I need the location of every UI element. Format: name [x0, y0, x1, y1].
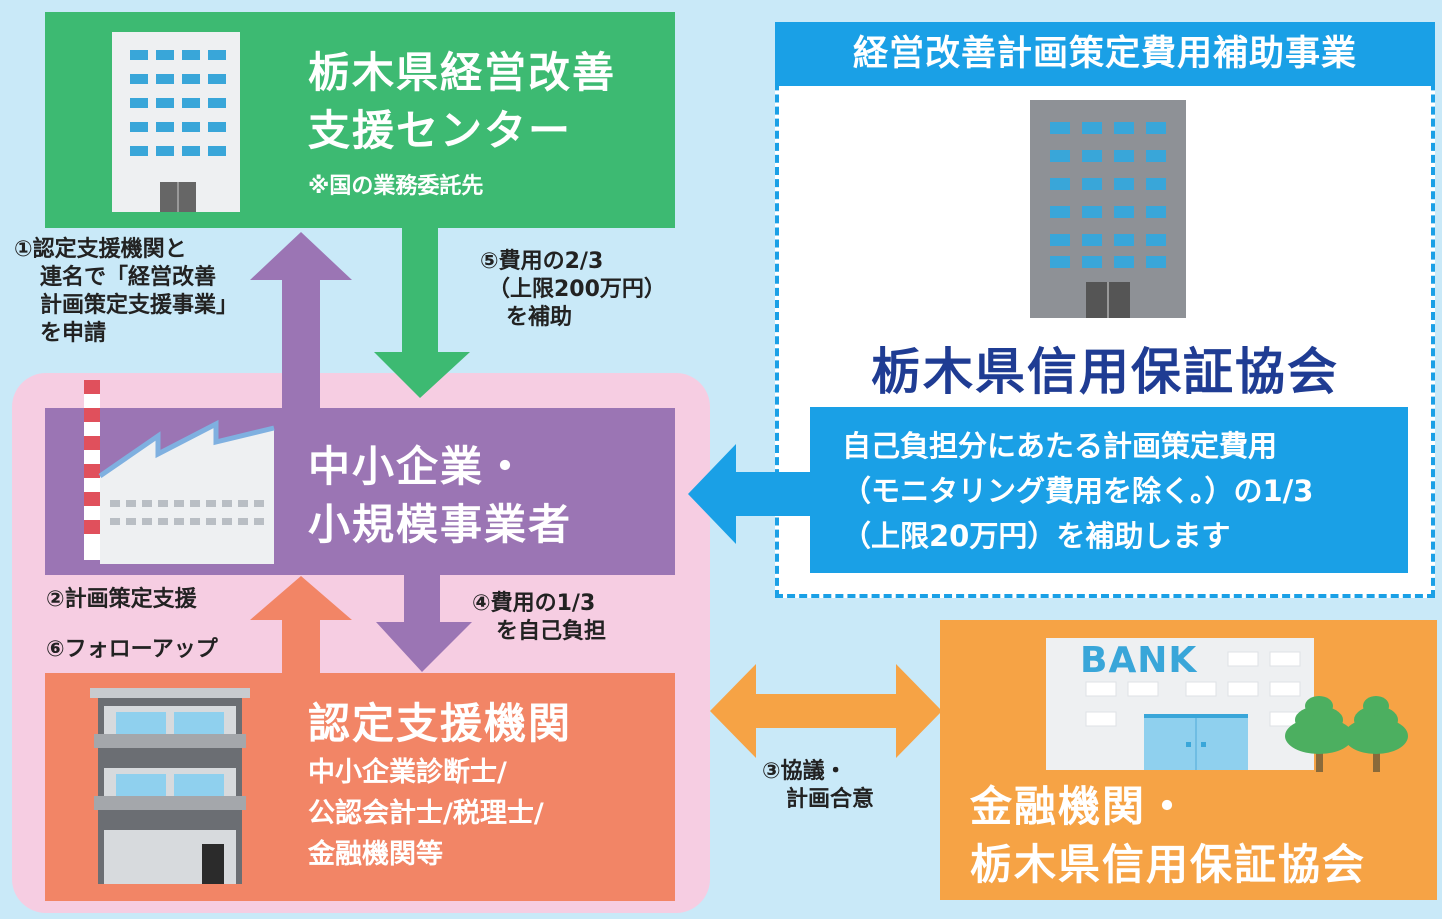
tree-icon [1285, 696, 1353, 772]
certified-agency-title: 認定支援機関 [308, 699, 573, 748]
self-pay-down-arrow [376, 574, 472, 672]
step4-line2: を自己負担 [496, 619, 607, 644]
support-center-title-line2: 支援センター [308, 106, 573, 155]
bank-building-icon [1046, 638, 1408, 772]
subsidy-description-line3: （上限20万円）を補助します [842, 519, 1231, 553]
step1-line4: を申請 [40, 321, 107, 346]
apply-up-arrow [250, 232, 352, 410]
step3-line1: ③協議・ [762, 759, 847, 784]
subsidy-program-header: 経営改善計画策定費用補助事業 [775, 22, 1435, 86]
subsidy-description-box [810, 407, 1408, 573]
subsidy-description-line2: （モニタリング費用を除く。）の1/3 [842, 474, 1314, 508]
financial-title-line1: 金融機関・ [970, 782, 1191, 831]
subsidy-description-line1: 自己負担分にあたる計画策定費用 [842, 429, 1278, 463]
members-line3: 金融機関等 [308, 839, 443, 870]
support-center-note: ※国の業務委託先 [308, 174, 484, 199]
step5-label: ⑤費用の2/3 （上限200万円） を補助 [480, 248, 666, 332]
subsidy-down-arrow [374, 226, 470, 398]
subsidy-left-arrow [688, 444, 812, 544]
step1-line2: 連名で「経営改善 [40, 265, 217, 290]
step5-line3: を補助 [506, 305, 573, 330]
members-line2: 公認会計士/税理士/ [308, 798, 544, 829]
sme-title-line1: 中小企業・ [308, 442, 529, 491]
sme-title-line2: 小規模事業者 [308, 500, 573, 549]
step4-line1: ④費用の1/3 [472, 591, 596, 616]
support-up-arrow [250, 576, 352, 676]
bank-sign: BANK [1080, 640, 1198, 681]
step5-line1: ⑤費用の2/3 [480, 249, 604, 274]
certified-agency-members: 中小企業診断士/ 公認会計士/税理士/ 金融機関等 [308, 752, 544, 875]
credit-guarantee-association-title: 栃木県信用保証協会 [871, 343, 1339, 401]
members-line1: 中小企業診断士/ [308, 757, 507, 788]
financial-title: 金融機関・ 栃木県信用保証協会 [970, 778, 1366, 894]
credit-guarantee-building-icon [1030, 100, 1186, 318]
step1-line3: 計画策定支援事業」 [40, 293, 239, 318]
step4-label: ④費用の1/3 を自己負担 [472, 590, 606, 646]
step1-label: ①認定支援機関と 連名で「経営改善 計画策定支援事業」 を申請 [14, 236, 238, 348]
financial-title-line2: 栃木県信用保証協会 [970, 840, 1367, 889]
support-center-title-line1: 栃木県経営改善 [308, 48, 617, 97]
consultation-double-arrow [710, 664, 942, 758]
step3-label: ③協議・ 計画合意 [762, 758, 874, 814]
step3-line2: 計画合意 [786, 787, 875, 812]
step2-label: ②計画策定支援 [46, 587, 197, 612]
office-building-icon [112, 32, 240, 212]
support-center-title: 栃木県経営改善 支援センター [308, 44, 616, 160]
sme-title: 中小企業・ 小規模事業者 [308, 438, 572, 554]
step1-line1: ①認定支援機関と [14, 237, 187, 262]
subsidy-description: 自己負担分にあたる計画策定費用 （モニタリング費用を除く。）の1/3 （上限20… [842, 424, 1313, 559]
apartment-building-icon [90, 688, 250, 884]
step5-line2: （上限200万円） [488, 277, 666, 302]
factory-icon [84, 380, 275, 564]
tree-icon [1344, 696, 1408, 772]
step6-label: ⑥フォローアップ [46, 637, 218, 662]
